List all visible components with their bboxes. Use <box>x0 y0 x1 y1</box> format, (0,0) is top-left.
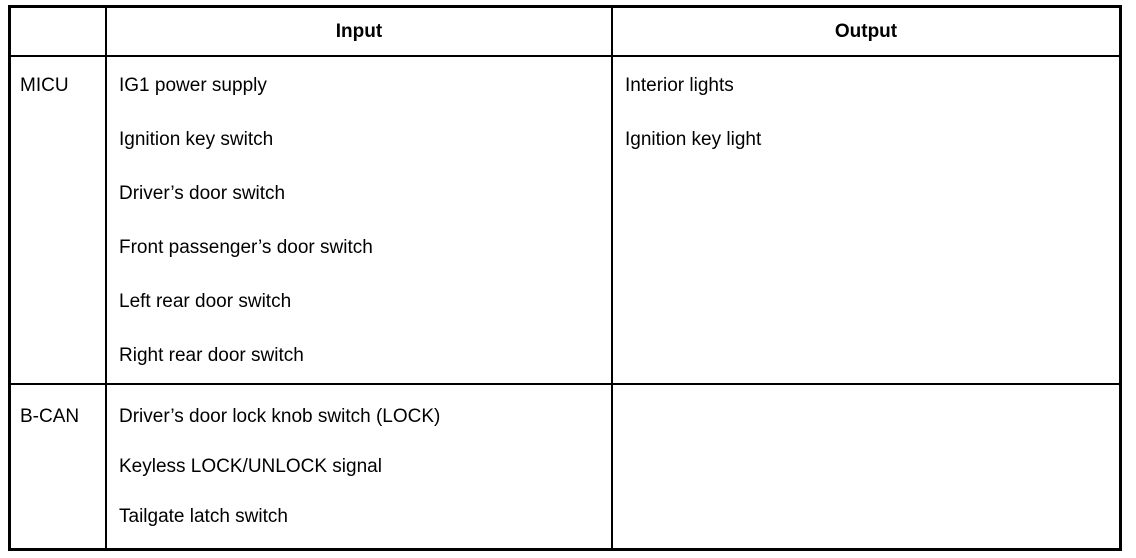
column-header-input-label: Input <box>335 20 383 42</box>
column-header-output-label: Output <box>834 20 898 42</box>
output-item: Ignition key light <box>625 129 762 150</box>
cell-input-bcan: Driver’s door lock knob switch (LOCK) Ke… <box>107 385 613 548</box>
column-header-output: Output <box>613 8 1119 57</box>
corner-cell <box>11 8 107 57</box>
cell-output-micu: Interior lights Ignition key light <box>613 57 1119 385</box>
io-table: Input Output MICU IG1 power supply Ignit… <box>8 5 1122 551</box>
input-item: Driver’s door switch <box>119 183 286 204</box>
row-header-micu: MICU <box>11 57 107 385</box>
output-item: Interior lights <box>625 75 734 96</box>
column-header-input: Input <box>107 8 613 57</box>
row-header-micu-label: MICU <box>20 75 69 96</box>
input-item: Ignition key switch <box>119 129 274 150</box>
cell-input-micu: IG1 power supply Ignition key switch Dri… <box>107 57 613 385</box>
row-header-bcan: B-CAN <box>11 385 107 548</box>
input-item: Front passenger’s door switch <box>119 237 373 258</box>
input-item: Tailgate latch switch <box>119 506 288 527</box>
input-item: Right rear door switch <box>119 345 304 366</box>
input-item: Keyless LOCK/UNLOCK signal <box>119 456 382 477</box>
cell-output-bcan <box>613 385 1119 548</box>
input-item: IG1 power supply <box>119 75 267 96</box>
input-item: Left rear door switch <box>119 291 292 312</box>
row-header-bcan-label: B-CAN <box>20 406 80 427</box>
input-item: Driver’s door lock knob switch (LOCK) <box>119 406 441 427</box>
